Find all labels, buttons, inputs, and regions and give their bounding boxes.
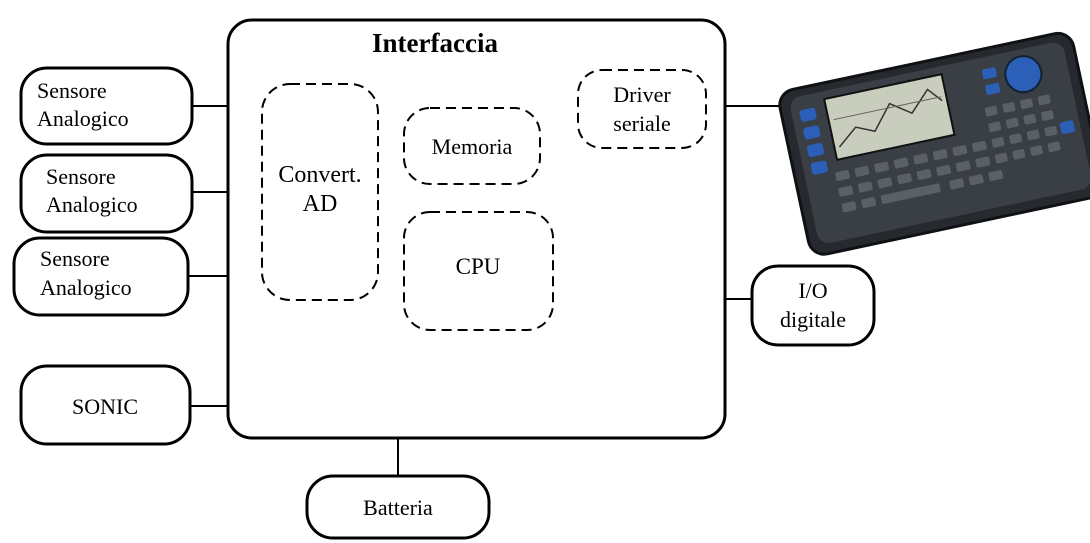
serial-driver-box: Driver seriale — [577, 69, 707, 149]
sonic-label: SONIC — [72, 394, 138, 419]
calculator-screen — [822, 72, 956, 161]
digital-io-box: I/O digitale — [750, 264, 876, 347]
sensor-box-1: Sensore Analogico — [19, 66, 194, 146]
sensor-3-line1: Sensore — [40, 246, 110, 271]
serial-driver-line2: seriale — [613, 111, 670, 136]
adc-box: Convert. AD — [261, 83, 379, 301]
sensor-box-3: Sensore Analogico — [12, 236, 190, 317]
battery-label: Batteria — [363, 495, 433, 520]
serial-driver-line1: Driver — [613, 82, 671, 107]
adc-label-line1: Convert. — [278, 162, 361, 188]
sensor-2-line2: Analogico — [46, 192, 138, 217]
io-label-line1: I/O — [798, 278, 827, 303]
sensor-3-line2: Analogico — [40, 275, 132, 300]
graphing-calculator-icon — [778, 31, 1090, 256]
sonic-box: SONIC — [19, 364, 192, 446]
sensor-1-line2: Analogico — [37, 106, 129, 131]
memory-box: Memoria — [403, 107, 541, 185]
battery-box: Batteria — [305, 474, 491, 540]
memory-label: Memoria — [432, 134, 513, 159]
sensor-1-line1: Sensore — [37, 78, 107, 103]
interface-title: Interfaccia — [372, 28, 498, 58]
cpu-box: CPU — [403, 211, 554, 331]
sensor-2-line1: Sensore — [46, 164, 116, 189]
cpu-label: CPU — [456, 254, 501, 279]
adc-label-line2: AD — [303, 191, 338, 217]
io-label-line2: digitale — [780, 307, 846, 332]
sensor-box-2: Sensore Analogico — [19, 153, 194, 234]
